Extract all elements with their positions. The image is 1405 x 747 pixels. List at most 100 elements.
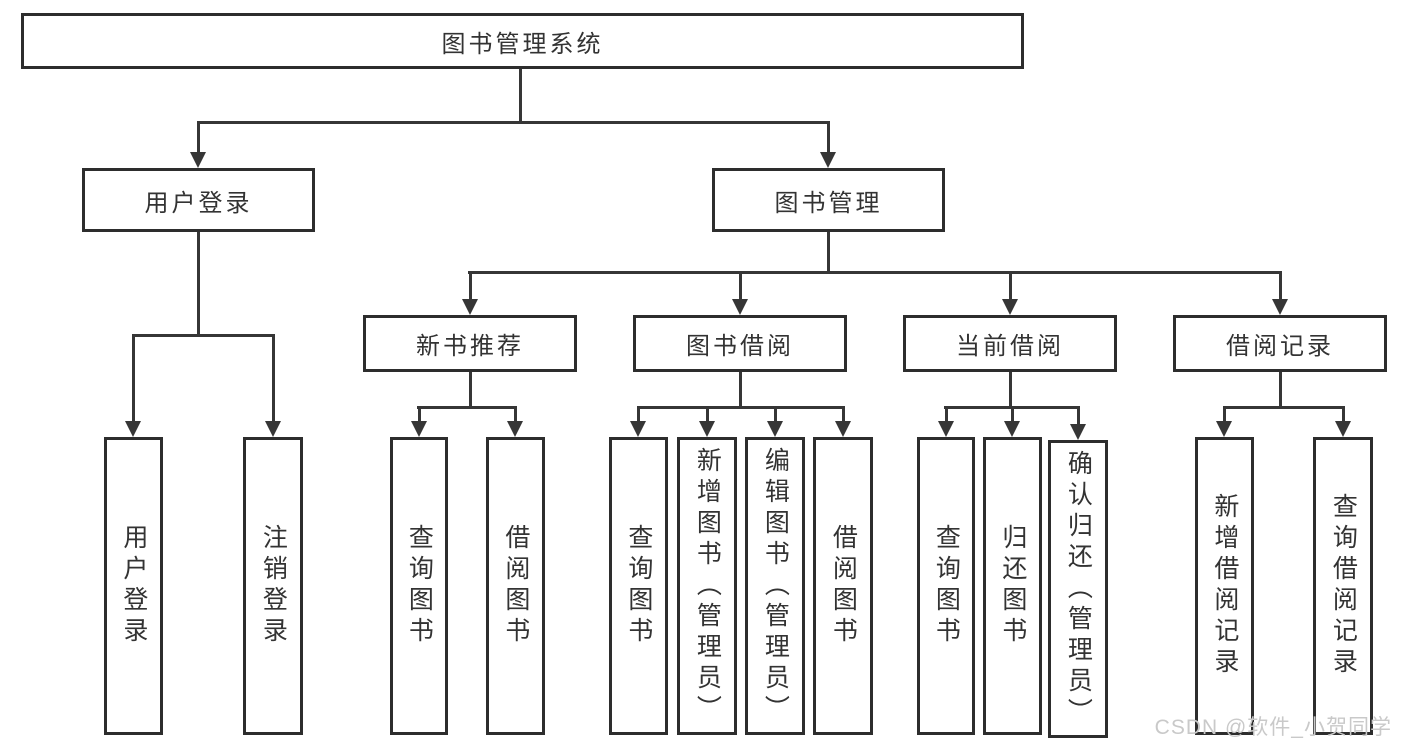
arrow-down-icon [938, 421, 954, 437]
leaf-query-books-borrowing: 查询图书 [609, 437, 668, 735]
node-label: 借阅记录 [1226, 333, 1334, 360]
node-label: 图书管理 [774, 189, 883, 217]
connector-line [132, 334, 275, 337]
leaf-add-books-admin: 新增图书（管理员） [677, 437, 737, 735]
node-label: 编辑图书（管理员） [761, 446, 790, 726]
connector-arrow [767, 406, 783, 437]
connector-arrow [938, 406, 954, 437]
connector-arrow [411, 406, 427, 437]
leaf-logout: 注销登录 [243, 437, 303, 735]
connector-line [197, 232, 200, 337]
node-label: 图书借阅 [686, 333, 794, 360]
leaf-confirm-return-admin: 确认归还（管理员） [1048, 440, 1108, 738]
arrow-shaft [131, 334, 135, 425]
arrow-down-icon [507, 421, 523, 437]
arrow-shaft [826, 121, 830, 156]
arrow-shaft [738, 271, 742, 303]
leaf-query-borrow-record: 查询借阅记录 [1313, 437, 1373, 735]
node-label: 查询借阅记录 [1329, 493, 1358, 679]
arrow-down-icon [820, 152, 836, 168]
node-label: 查询图书 [932, 524, 961, 648]
connector-arrow [699, 406, 715, 437]
connector-line [1279, 372, 1282, 409]
connector-arrow [1272, 271, 1288, 315]
node-user-login: 用户登录 [82, 168, 315, 232]
node-label: 当前借阅 [956, 333, 1064, 360]
node-label: 用户登录 [119, 524, 148, 648]
arrow-shaft [1008, 271, 1012, 303]
arrow-down-icon [1004, 421, 1020, 437]
watermark: CSDN @软件_小贺同学 [1154, 716, 1392, 739]
connector-arrow [1335, 406, 1351, 437]
node-label: 查询图书 [405, 524, 434, 648]
connector-arrow [265, 334, 281, 437]
leaf-return-books: 归还图书 [983, 437, 1042, 735]
connector-arrow [1070, 406, 1086, 440]
arrow-shaft [468, 271, 472, 303]
connector-line [1223, 406, 1345, 409]
arrow-shaft [1222, 406, 1226, 425]
leaf-query-books-recommend: 查询图书 [390, 437, 448, 735]
connector-arrow [507, 406, 523, 437]
node-label: 注销登录 [259, 524, 288, 648]
arrow-down-icon [125, 421, 141, 437]
arrow-shaft [196, 121, 200, 156]
node-label: 图书管理系统 [441, 30, 604, 58]
arrow-shaft [1076, 406, 1080, 428]
arrow-down-icon [630, 421, 646, 437]
arrow-down-icon [767, 421, 783, 437]
node-library-management-system: 图书管理系统 [21, 13, 1024, 69]
node-label: 用户登录 [144, 189, 253, 217]
arrow-down-icon [699, 421, 715, 437]
node-label: 新增图书（管理员） [693, 446, 722, 726]
connector-arrow [1002, 271, 1018, 315]
arrow-shaft [773, 406, 777, 425]
arrow-down-icon [265, 421, 281, 437]
connector-line [827, 232, 830, 274]
node-book-management: 图书管理 [712, 168, 945, 232]
connector-line [469, 372, 472, 409]
node-current-borrowing: 当前借阅 [903, 315, 1117, 372]
arrow-shaft [636, 406, 640, 425]
arrow-shaft [513, 406, 517, 425]
arrow-shaft [1010, 406, 1014, 425]
arrow-shaft [841, 406, 845, 425]
node-borrowing-records: 借阅记录 [1173, 315, 1387, 372]
connector-line [637, 406, 845, 409]
connector-arrow [1216, 406, 1232, 437]
leaf-borrow-books: 借阅图书 [813, 437, 873, 735]
node-label: 借阅图书 [501, 524, 530, 648]
node-label: 借阅图书 [829, 524, 858, 648]
arrow-down-icon [1070, 424, 1086, 440]
connector-arrow [835, 406, 851, 437]
connector-line [197, 121, 830, 124]
node-label: 新书推荐 [416, 333, 524, 360]
leaf-query-books-current: 查询图书 [917, 437, 975, 735]
node-label: 归还图书 [998, 524, 1027, 648]
arrow-down-icon [1335, 421, 1351, 437]
arrow-down-icon [462, 299, 478, 315]
arrow-shaft [271, 334, 275, 425]
connector-line [468, 271, 1282, 274]
connector-line [519, 69, 522, 124]
connector-arrow [125, 334, 141, 437]
arrow-down-icon [732, 299, 748, 315]
arrow-shaft [944, 406, 948, 425]
arrow-down-icon [411, 421, 427, 437]
node-label: 确认归还（管理员） [1064, 449, 1093, 729]
node-label: 查询图书 [624, 524, 653, 648]
arrow-down-icon [190, 152, 206, 168]
node-new-book-recommendation: 新书推荐 [363, 315, 577, 372]
connector-arrow [630, 406, 646, 437]
arrow-shaft [1341, 406, 1345, 425]
node-label: 新增借阅记录 [1210, 493, 1239, 679]
connector-arrow [1004, 406, 1020, 437]
leaf-borrow-books-recommend: 借阅图书 [486, 437, 545, 735]
node-book-borrowing: 图书借阅 [633, 315, 847, 372]
leaf-user-login: 用户登录 [104, 437, 163, 735]
connector-line [417, 406, 517, 409]
leaf-edit-books-admin: 编辑图书（管理员） [745, 437, 805, 735]
connector-arrow [190, 121, 206, 168]
arrow-down-icon [835, 421, 851, 437]
